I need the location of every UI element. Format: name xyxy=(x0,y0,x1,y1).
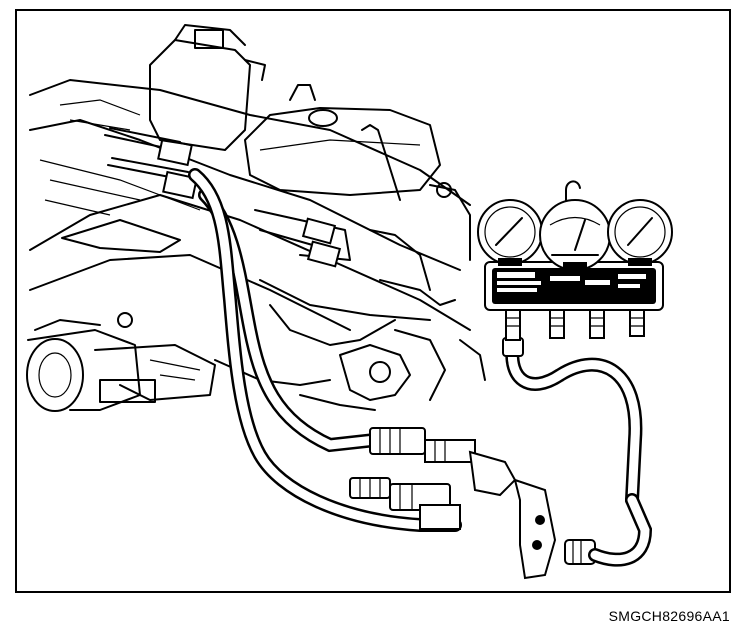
high-pressure-gauge xyxy=(607,199,673,266)
hanger-hook xyxy=(565,180,581,206)
figure-reference-code: SMGCH82696AA1 xyxy=(608,608,730,624)
sight-glass-gauge xyxy=(539,199,611,271)
service-hose-main xyxy=(188,168,462,532)
low-pressure-gauge xyxy=(477,199,543,266)
engine-bay xyxy=(26,24,486,412)
gauge-manifold-hoses xyxy=(502,337,653,567)
service-port-adapters xyxy=(349,427,596,580)
manifold-ports xyxy=(505,309,645,341)
manifold-gauge-set xyxy=(477,180,673,341)
